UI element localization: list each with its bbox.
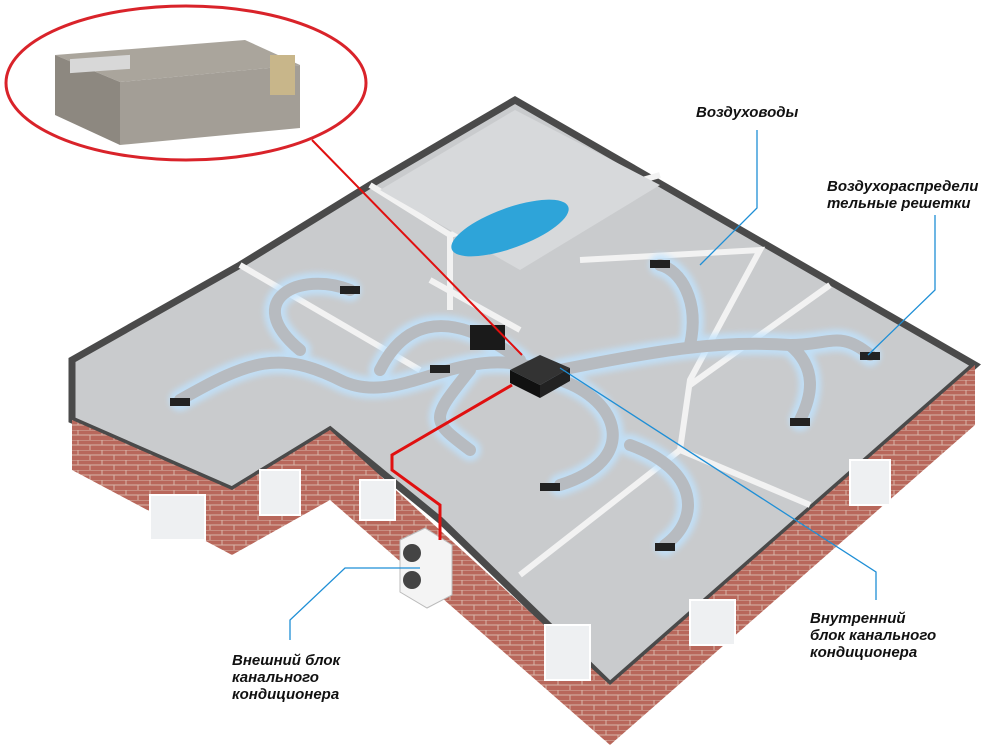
label-outdoor-unit: Внешний блок канального кондиционера	[232, 652, 340, 703]
ducted-unit-closeup	[55, 40, 300, 145]
highlight-connector-line	[311, 139, 523, 356]
garage	[380, 110, 660, 270]
label-ducts: Воздуховоды	[696, 104, 799, 121]
brick-wall-front	[330, 430, 610, 745]
label-grilles-line: Воздухораспредели	[827, 178, 979, 195]
indoor-unit	[470, 325, 570, 398]
label-outdoor-line: канального	[232, 669, 319, 686]
label-indoor-line: кондиционера	[810, 644, 918, 661]
label-indoor-line: блок канального	[810, 627, 937, 644]
label-indoor-line: Внутренний	[810, 610, 906, 627]
label-grilles-line: тельные решетки	[827, 195, 971, 212]
label-grilles: Воздухораспредели тельные решетки	[827, 178, 978, 212]
car	[451, 199, 569, 257]
label-outdoor-line: кондиционера	[232, 686, 340, 703]
label-outdoor-line: Внешний блок	[232, 652, 341, 669]
air-grilles	[170, 260, 880, 551]
refrigerant-line	[390, 383, 513, 540]
leader-lines	[289, 130, 936, 640]
outdoor-unit	[399, 527, 453, 609]
label-indoor-unit: Внутренний блок канального кондиционера	[810, 610, 936, 661]
windows	[149, 459, 891, 681]
